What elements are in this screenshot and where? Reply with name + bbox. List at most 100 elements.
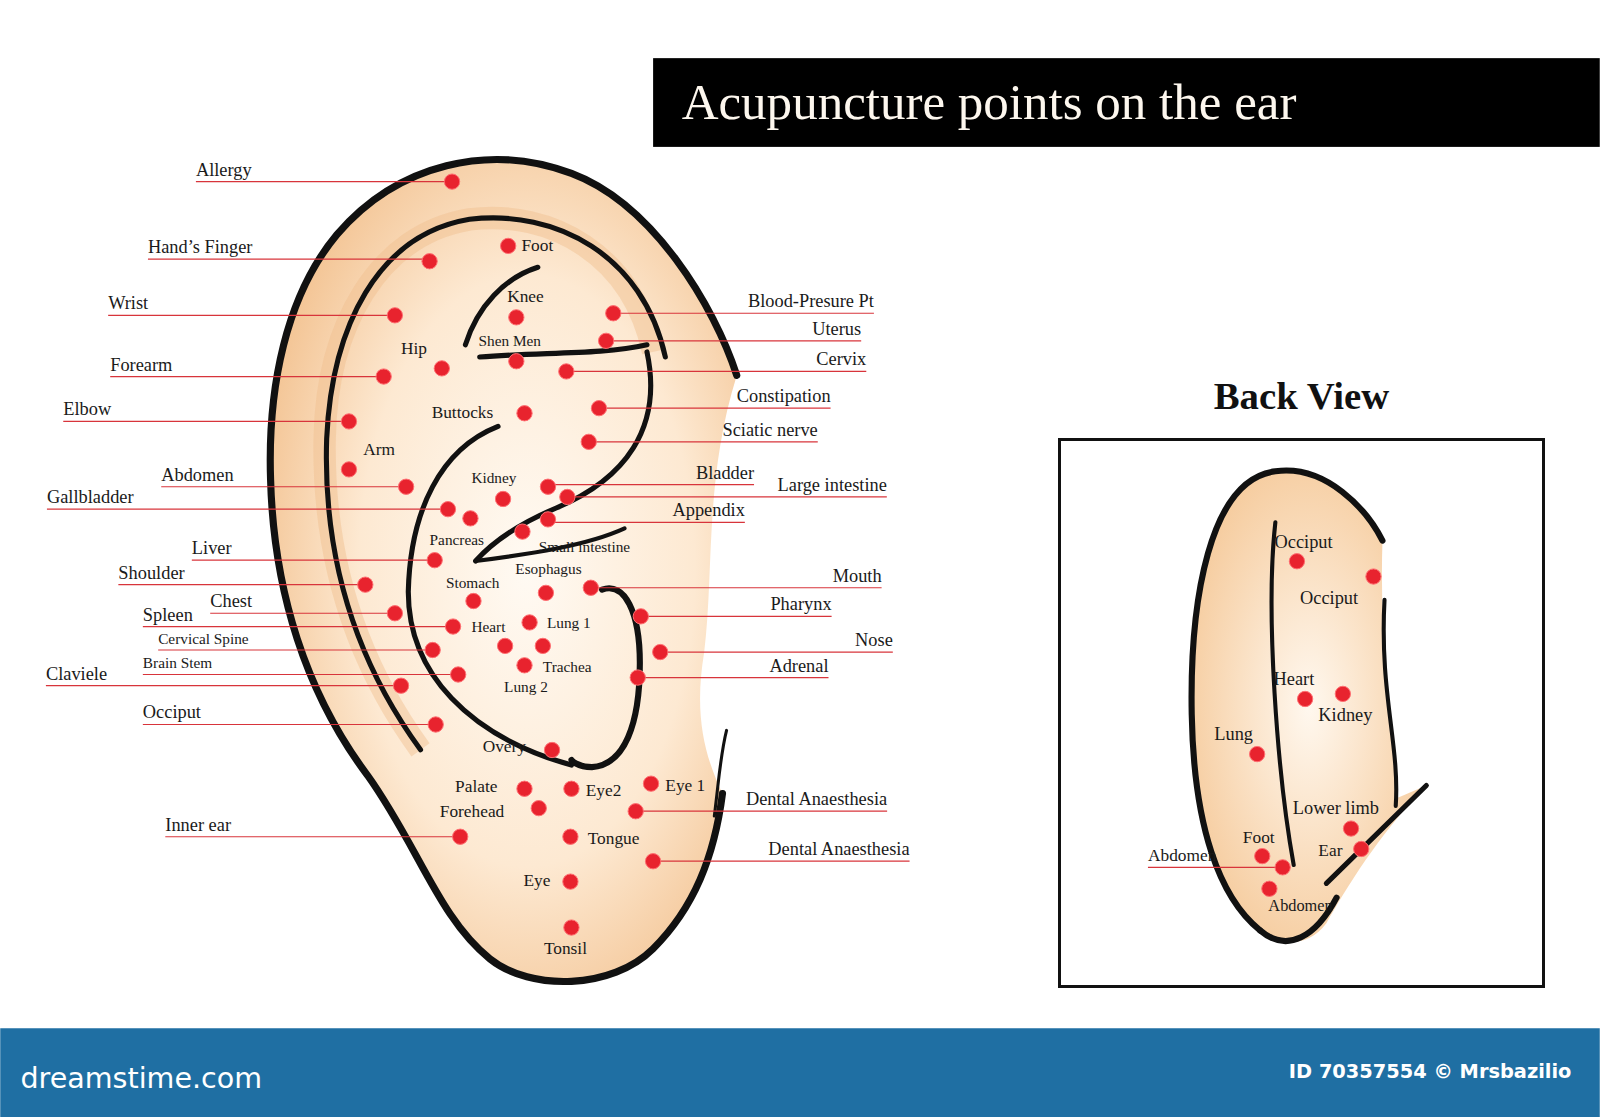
point-label: Esophagus [515, 561, 581, 578]
acupoint-dot [540, 479, 555, 494]
leader-line [613, 313, 874, 314]
acupoint-dot [445, 619, 460, 634]
point-label: Forehead [440, 803, 504, 822]
acupoint-dot [583, 580, 598, 595]
point-label: Heart [1273, 668, 1314, 688]
acupoint-dot [564, 781, 579, 796]
leader-line [47, 509, 448, 510]
leader-line [548, 484, 754, 485]
leader-line [1148, 867, 1283, 868]
acupoint-dot [341, 414, 356, 429]
footer-text: ID 70357554 © Mrsbazilio [1289, 1062, 1572, 1083]
point-label: Shoulder [118, 562, 184, 582]
acupoint-dot [1262, 881, 1277, 896]
back-ear [1192, 471, 1427, 943]
point-label: Pharynx [770, 594, 831, 614]
acupoint-dot [466, 593, 481, 608]
point-label: Knee [507, 287, 544, 306]
acupoint-dot [425, 642, 440, 657]
point-label: Stomach [446, 574, 500, 591]
acupoint-dot [598, 333, 613, 348]
acupoint-dot [376, 369, 391, 384]
acupoint-dot [434, 361, 449, 376]
leader-line [641, 616, 832, 617]
leader-line [210, 613, 395, 614]
acupoint-dot [509, 354, 524, 369]
acupoint-dot [427, 553, 442, 568]
leader-line [148, 259, 430, 260]
leader-lines [46, 182, 1283, 868]
points [341, 174, 1381, 935]
point-label: Abdomen [161, 465, 233, 485]
acupoint-dot [563, 874, 578, 889]
point-label: Uterus [812, 319, 861, 339]
point-label: Occiput [143, 702, 201, 722]
acupoint-dot [517, 658, 532, 673]
acupoint-dot [559, 364, 574, 379]
leader-line [567, 496, 886, 497]
point-label: Eye2 [586, 781, 622, 800]
acupoint-dot [517, 406, 532, 421]
acupoint-dot [451, 667, 466, 682]
leader-line [599, 408, 831, 409]
point-label: Trachea [543, 659, 592, 676]
acupoint-dot [1354, 841, 1369, 856]
point-label: Foot [521, 236, 553, 255]
acupoint-dot [581, 434, 596, 449]
leader-line [143, 674, 458, 675]
acupoint-dot [645, 854, 660, 869]
acupoint-dot [1335, 686, 1350, 701]
leader-line [110, 376, 383, 377]
acupoint-dot [564, 920, 579, 935]
point-label: Kidney [1318, 705, 1372, 725]
acupoint-dot [522, 615, 537, 630]
point-label: Occiput [1300, 588, 1358, 608]
point-label: Adrenal [769, 655, 828, 675]
acupoint-dot [563, 829, 578, 844]
acupoint-dot [1289, 554, 1304, 569]
point-label: Mouth [833, 566, 882, 586]
acupoint-dot [538, 585, 553, 600]
leader-line [589, 441, 818, 442]
acupoint-dot [440, 502, 455, 517]
point-label: Constipation [737, 386, 831, 406]
leader-line [636, 811, 887, 812]
point-label: Bladder [696, 462, 754, 482]
acupoint-dot [393, 678, 408, 693]
acupoint-dot [531, 801, 546, 816]
point-label: Dental Anaesthesia [746, 789, 887, 809]
point-label: Cervix [816, 349, 866, 369]
leader-line [63, 421, 349, 422]
point-label: Large intestine [778, 475, 887, 495]
view-heading: Back View [1061, 373, 1542, 418]
leader-line [108, 315, 395, 316]
point-label: Eye [523, 871, 550, 890]
acupoint-dot [341, 462, 356, 477]
leader-line [143, 724, 436, 725]
front-ear [270, 160, 737, 982]
leader-line [161, 486, 406, 487]
point-label: Lung [1214, 724, 1253, 744]
point-label: Hand’s Finger [148, 237, 253, 257]
point-label: Abdomen [1148, 846, 1216, 865]
point-label: Palate [455, 777, 497, 796]
acupoint-dot [653, 644, 668, 659]
point-label: Foot [1243, 828, 1275, 847]
point-label: Forearm [110, 354, 172, 374]
leader-line [196, 181, 452, 182]
point-label: Lung 2 [504, 678, 548, 695]
point-label: Tonsil [544, 939, 587, 958]
point-label: Nose [855, 630, 893, 650]
point-label: Sciatic nerve [722, 420, 817, 440]
point-label: Claviele [46, 664, 107, 684]
acupoint-dot [422, 254, 437, 269]
leader-line [653, 861, 910, 862]
leader-line [591, 587, 882, 588]
footer-bar [0, 1028, 1600, 1117]
acupoint-dot [591, 401, 606, 416]
acupoint-dot [1255, 848, 1270, 863]
point-label: Inner ear [165, 815, 231, 835]
acupoint-dot [453, 829, 468, 844]
title: Acupuncture points on the ear [682, 74, 1297, 130]
